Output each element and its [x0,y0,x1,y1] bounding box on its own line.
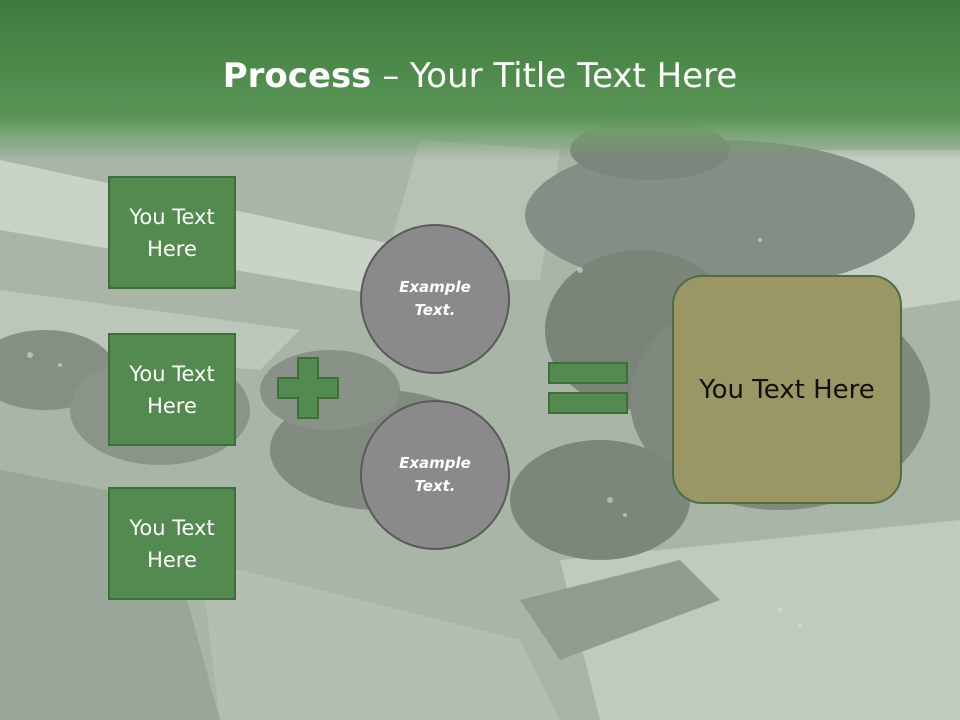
example-circle-1: Example Text. [360,224,510,374]
circle-label: Example Text. [399,454,471,495]
result-box: You Text Here [672,275,902,504]
circle-label: Example Text. [399,278,471,319]
input-box-label: You Text Here [129,515,215,572]
plus-icon [277,357,339,419]
input-box-label: You Text Here [129,361,215,418]
input-box-2: You Text Here [108,333,236,446]
slide-title: Process – Your Title Text Here [0,48,960,104]
result-label: You Text Here [699,374,875,405]
input-box-3: You Text Here [108,487,236,600]
title-rest: – Your Title Text Here [371,56,738,96]
title-band [0,0,960,160]
example-circle-2: Example Text. [360,400,510,550]
title-bold-part: Process [222,56,372,96]
input-box-1: You Text Here [108,176,236,289]
equals-icon [548,362,628,414]
input-box-label: You Text Here [129,204,215,261]
